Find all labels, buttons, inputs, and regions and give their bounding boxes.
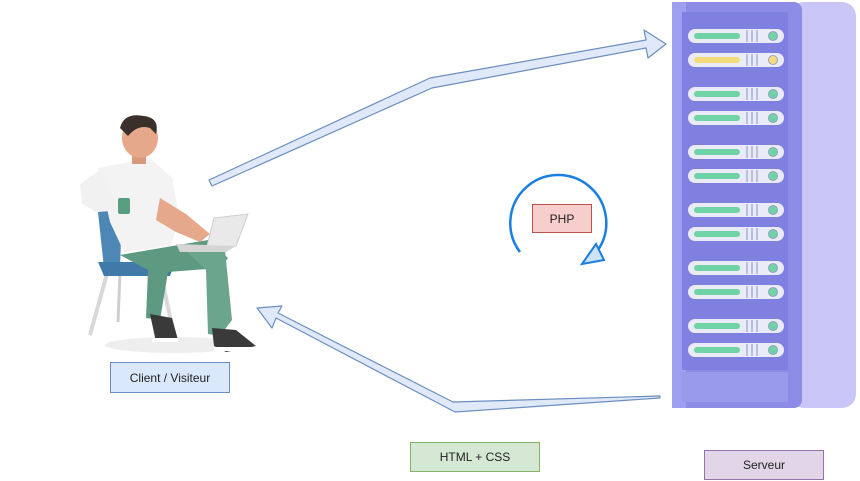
status-led — [768, 321, 778, 331]
server-slot — [688, 87, 784, 101]
status-led — [768, 287, 778, 297]
client-label: Client / Visiteur — [110, 362, 230, 393]
server-slot — [688, 145, 784, 159]
refresh-cycle-arrow-icon — [509, 173, 608, 266]
status-led — [768, 205, 778, 215]
status-led — [768, 55, 778, 65]
server-slot — [688, 29, 784, 43]
server-slot — [688, 203, 784, 217]
server-slot — [688, 169, 784, 183]
status-led — [768, 171, 778, 181]
process-label: PHP — [532, 204, 592, 233]
person-with-laptop-icon — [80, 115, 256, 353]
status-led — [768, 263, 778, 273]
server-slot — [688, 319, 784, 333]
server-label: Serveur — [704, 450, 824, 480]
status-led — [768, 229, 778, 239]
server-slot — [688, 53, 784, 67]
server-slot — [688, 261, 784, 275]
status-led — [768, 147, 778, 157]
server-rack-icon — [672, 2, 856, 408]
status-led — [768, 89, 778, 99]
server-slot — [688, 285, 784, 299]
response-arrow — [256, 305, 661, 413]
request-arrow — [208, 29, 667, 187]
status-led — [768, 113, 778, 123]
status-led — [768, 31, 778, 41]
response-label: HTML + CSS — [410, 442, 540, 472]
server-slot — [688, 343, 784, 357]
server-slot — [688, 227, 784, 241]
status-led — [768, 345, 778, 355]
server-slot — [688, 111, 784, 125]
